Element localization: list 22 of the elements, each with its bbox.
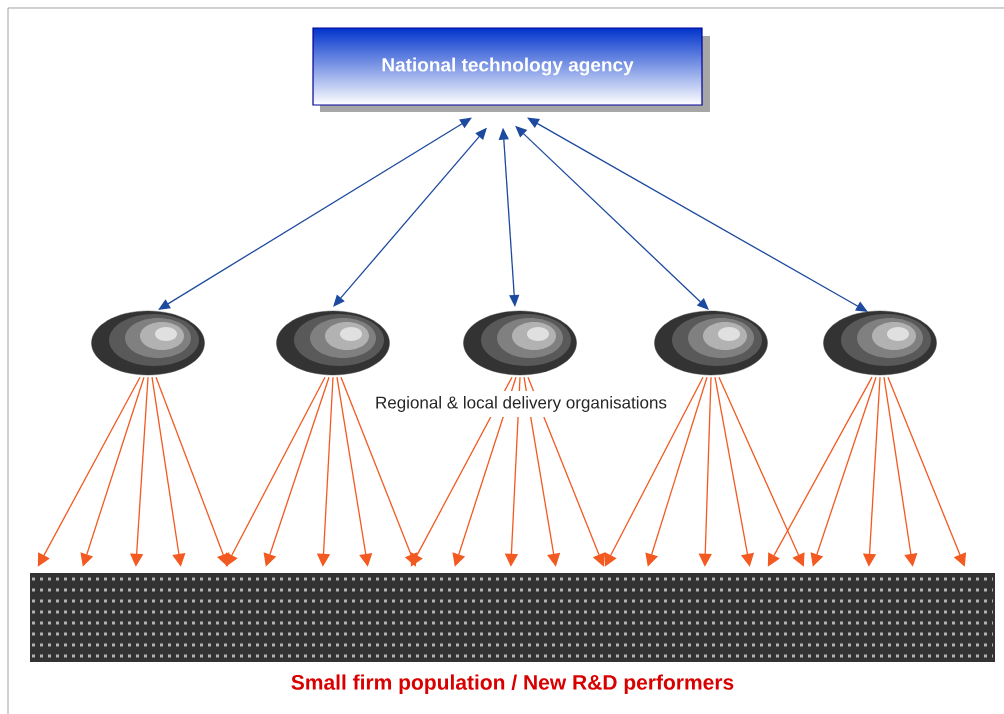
arrow xyxy=(80,376,145,567)
arrow xyxy=(37,376,141,567)
arrow xyxy=(645,376,708,567)
delivery-ellipse xyxy=(91,310,205,376)
delivery-ellipse xyxy=(654,310,768,376)
arrow xyxy=(155,376,230,567)
delivery-ellipse xyxy=(276,310,390,376)
arrow xyxy=(810,376,877,567)
group-label: Regional & local delivery organisations xyxy=(369,391,673,417)
agency-box: National technology agency xyxy=(312,27,710,112)
arrow xyxy=(718,376,805,567)
delivery-ellipse xyxy=(463,310,577,376)
arrow xyxy=(263,376,330,567)
arrow xyxy=(604,376,704,567)
node-label: Small firm population / New R&D performers xyxy=(291,674,734,694)
arrow xyxy=(225,376,326,567)
arrow xyxy=(767,376,873,567)
arrow xyxy=(887,376,967,567)
arrow xyxy=(527,117,868,312)
delivery-ellipse xyxy=(823,310,937,376)
arrow xyxy=(158,117,472,310)
population-band: Small firm population / New R&D performers xyxy=(30,573,995,694)
